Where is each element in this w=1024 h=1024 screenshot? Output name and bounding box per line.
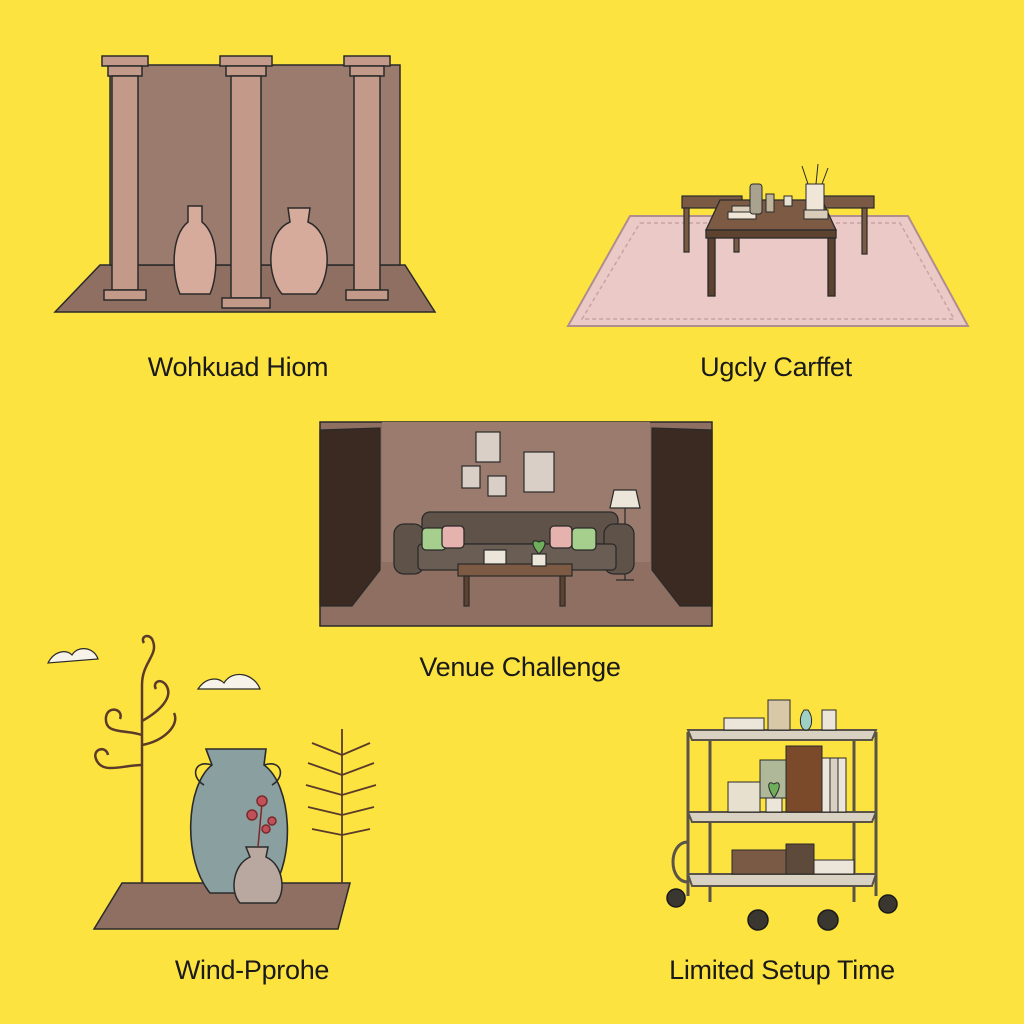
vase-slim <box>173 205 217 295</box>
curtain-left <box>319 427 381 607</box>
fern-plant <box>305 729 377 883</box>
table-on-rug-scene-icon <box>560 160 980 335</box>
caption-top-left: Wohkuad Hiom <box>147 352 329 382</box>
curtain-right <box>651 427 713 607</box>
cloud-right <box>196 673 261 690</box>
coffee-table <box>457 540 573 607</box>
living-room-scene-icon <box>318 420 714 630</box>
cart-wheels <box>666 888 898 931</box>
rolling-cart-scene-icon <box>650 690 900 945</box>
cart-shelves <box>686 729 878 887</box>
caption-center: Venue Challenge <box>419 652 621 682</box>
wall-frames <box>461 431 555 497</box>
bottom-shelf-items <box>731 843 855 875</box>
sofa <box>393 511 635 575</box>
cloud-left <box>46 648 99 664</box>
red-flowers <box>246 795 277 848</box>
caption-bottom-right: Limited Setup Time <box>669 955 895 985</box>
column-right <box>343 55 391 301</box>
bench-right <box>821 195 875 255</box>
vase-round <box>270 207 328 295</box>
column-left <box>101 55 149 301</box>
caption-top-right: Ugcly Carffet <box>700 352 852 382</box>
middle-shelf-items <box>727 745 847 813</box>
column-center <box>219 55 273 309</box>
table-items <box>727 163 829 220</box>
columns-and-vases-scene-icon <box>50 50 450 320</box>
swirl-tree <box>94 634 177 883</box>
vase-small <box>233 846 283 904</box>
caption-bottom-left: Wind-Pprohe <box>174 955 330 985</box>
top-shelf-items <box>723 699 837 731</box>
windy-urn-scene-icon <box>40 625 380 935</box>
